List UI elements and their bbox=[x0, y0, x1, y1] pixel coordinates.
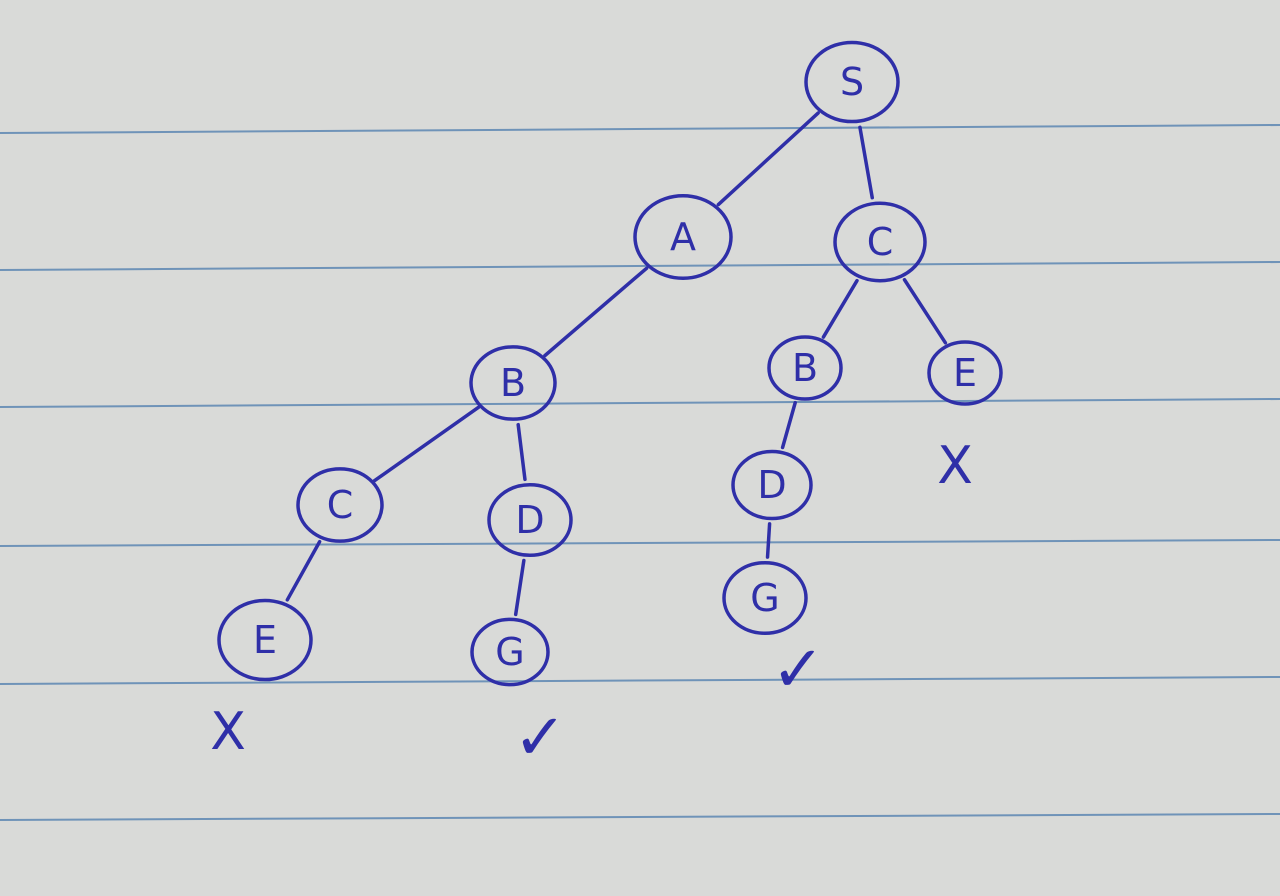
tree-node: D bbox=[731, 449, 813, 521]
node-circle bbox=[469, 345, 557, 421]
node-circle bbox=[731, 449, 813, 521]
node-label: D bbox=[515, 498, 544, 542]
ruled-line bbox=[0, 539, 1280, 547]
ruled-line bbox=[0, 261, 1280, 271]
tree-edge bbox=[902, 277, 948, 345]
node-label: G bbox=[750, 576, 779, 620]
ruled-lines bbox=[0, 124, 1280, 821]
tree-edge bbox=[543, 266, 649, 358]
tree-node: A bbox=[633, 193, 733, 281]
tree-edge bbox=[780, 400, 797, 450]
ruled-line bbox=[0, 124, 1280, 134]
node-circle bbox=[722, 560, 808, 636]
tree-node: E bbox=[927, 340, 1003, 406]
tree-node: B bbox=[469, 345, 557, 421]
tree-edge bbox=[858, 125, 874, 200]
leaf-marks: X ✓ ✓ X bbox=[210, 436, 973, 775]
ruled-line bbox=[0, 676, 1280, 685]
node-circle bbox=[804, 40, 900, 124]
node-label: A bbox=[670, 215, 696, 259]
tree-node: C bbox=[833, 201, 927, 283]
checkmark-icon: ✓ bbox=[513, 701, 567, 775]
node-label: B bbox=[792, 346, 818, 390]
tree-edge bbox=[765, 522, 772, 559]
node-circle bbox=[296, 467, 384, 543]
ruled-line bbox=[0, 398, 1280, 408]
tree-node: E bbox=[217, 598, 313, 682]
tree-edges bbox=[285, 111, 948, 617]
node-label: S bbox=[840, 60, 864, 104]
tree-edge bbox=[372, 405, 481, 483]
node-circle bbox=[487, 482, 573, 558]
node-label: B bbox=[500, 361, 526, 405]
node-label: E bbox=[253, 618, 277, 662]
node-circle bbox=[470, 617, 550, 687]
tree-edge bbox=[513, 558, 526, 617]
node-circle bbox=[217, 598, 313, 682]
node-label: E bbox=[953, 351, 977, 395]
tree-node: G bbox=[470, 617, 550, 687]
x-mark-icon: X bbox=[210, 702, 246, 762]
node-label: D bbox=[757, 463, 786, 507]
tree-nodes: S A C B C D E G B E D G bbox=[217, 40, 1003, 687]
x-mark-icon: X bbox=[937, 436, 973, 496]
node-circle bbox=[927, 340, 1003, 406]
node-label: G bbox=[495, 630, 524, 674]
node-circle bbox=[833, 201, 927, 283]
tree-node: D bbox=[487, 482, 573, 558]
tree-node: B bbox=[767, 335, 843, 401]
tree-node: G bbox=[722, 560, 808, 636]
tree-edge bbox=[516, 422, 527, 482]
tree-node: C bbox=[296, 467, 384, 543]
tree-edge bbox=[285, 539, 322, 602]
node-label: C bbox=[867, 220, 894, 264]
tree-node: S bbox=[804, 40, 900, 124]
node-circle bbox=[633, 193, 733, 281]
tree-edge bbox=[821, 278, 859, 339]
checkmark-icon: ✓ bbox=[771, 633, 825, 707]
node-label: C bbox=[327, 483, 354, 527]
node-circle bbox=[767, 335, 843, 401]
ruled-line bbox=[0, 813, 1280, 821]
tree-edge bbox=[716, 111, 820, 207]
